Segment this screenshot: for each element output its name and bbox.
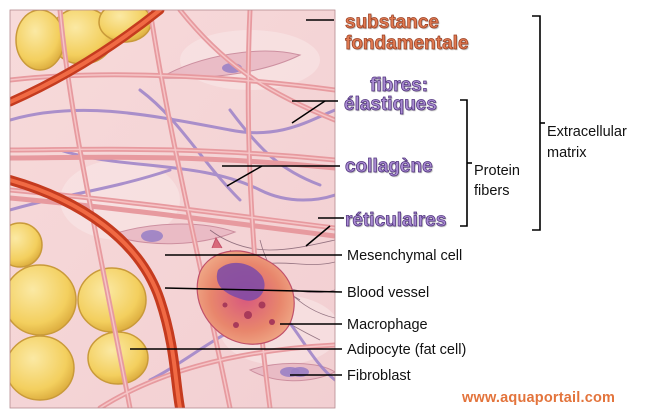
label-macrophage: Macrophage	[347, 317, 428, 333]
label-extracellular: Extracellular	[547, 124, 627, 140]
label-fibroblast: Fibroblast	[347, 368, 411, 384]
label-adipocyte: Adipocyte (fat cell)	[347, 342, 467, 358]
label-matrix: matrix	[547, 145, 587, 161]
macrophage-cell	[196, 236, 295, 345]
label-reticulaires: réticulaires	[345, 210, 447, 231]
label-mesenchymal-cell: Mesenchymal cell	[347, 248, 463, 264]
fibroblast-cells	[108, 50, 335, 382]
label-substance: substance	[345, 12, 440, 33]
blood-vessels	[10, 10, 185, 408]
label-fibers: fibers	[474, 183, 510, 199]
label-protein: Protein	[474, 163, 520, 179]
extracellular-matrix-bracket	[532, 15, 545, 231]
leader-lines	[130, 19, 344, 376]
label-elastiques: élastiques	[344, 94, 438, 115]
watermark: www.aquaportail.com	[462, 390, 616, 406]
protein-fibers-bracket	[460, 99, 472, 227]
label-collagene: collagène	[345, 156, 433, 177]
label-fibres-heading: fibres:	[370, 75, 429, 96]
collagen-fibers	[10, 10, 335, 408]
label-blood-vessel: Blood vessel	[347, 285, 430, 301]
label-fondamentale: fondamentale	[345, 33, 469, 54]
